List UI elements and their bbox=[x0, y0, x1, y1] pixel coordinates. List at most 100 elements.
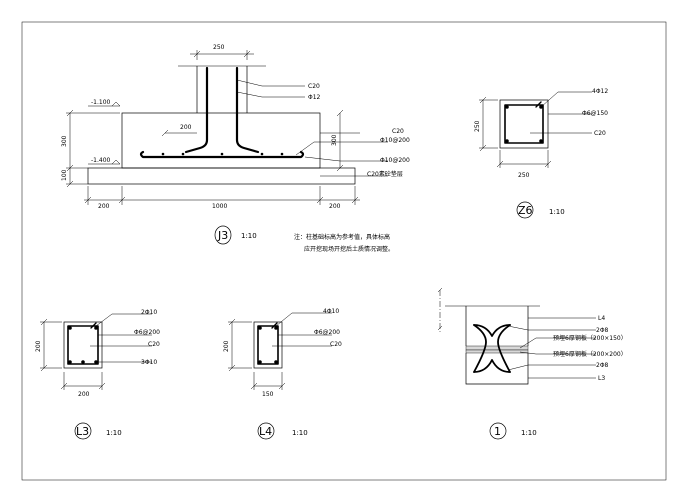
level-mark-bottom bbox=[88, 159, 121, 165]
embedded-plate-top bbox=[465, 345, 529, 351]
j3-note-line2: 应开挖现场开挖后土质情况调整。 bbox=[304, 245, 394, 253]
z6-stirrup-label: Φ6@150 bbox=[582, 110, 608, 117]
leader-right-phi10b bbox=[304, 156, 388, 162]
z6-dim-side-ticks bbox=[479, 96, 487, 152]
detail-center-ticks bbox=[437, 287, 443, 331]
dim-bottom-200a: 200 bbox=[98, 203, 110, 210]
dim-line-top bbox=[190, 50, 254, 60]
z6-outline bbox=[499, 99, 549, 149]
d1-l3-label: L3 bbox=[598, 375, 605, 382]
dim-line-inner bbox=[161, 129, 197, 137]
dim-line-left bbox=[66, 112, 120, 185]
dim-top-250: 250 bbox=[213, 44, 225, 51]
l4-outline bbox=[253, 321, 283, 369]
detail-1-connection: L4 2Φ8 预埋6厚钢板（200×150） 预埋6厚钢板（200×200） 2… bbox=[437, 287, 627, 440]
l3-hook bbox=[90, 322, 97, 329]
column-bar-right bbox=[235, 66, 260, 154]
rebar-dot bbox=[94, 326, 98, 330]
l3-dim-side: 200 bbox=[35, 340, 42, 352]
j3-label-circle bbox=[214, 225, 232, 245]
l3-beam-section: 2Φ10 Φ6@200 C20 3Φ10 200 200 L3 1:10 bbox=[35, 309, 160, 440]
label-right-c20: C20 bbox=[392, 128, 404, 135]
dim-left-100: 100 bbox=[61, 169, 68, 181]
l4-concrete: C20 bbox=[330, 341, 342, 348]
d1-plate-bottom-label: 预埋6厚钢板（200×200） bbox=[553, 350, 627, 358]
anchor-bar-bottom bbox=[473, 359, 511, 373]
d1-bars-top-label: 2Φ8 bbox=[596, 327, 609, 334]
l3-dim-bottom: 200 bbox=[78, 391, 90, 398]
l4-dim-side-ticks bbox=[228, 318, 236, 372]
l3-bottom-bars: 3Φ10 bbox=[141, 359, 157, 366]
leader-l4-bars bbox=[275, 312, 332, 327]
l3-scale: 1:10 bbox=[106, 429, 122, 437]
dim-ticks-bottom bbox=[84, 196, 359, 204]
l3-dim-side-ticks bbox=[40, 318, 48, 372]
rebar-dot bbox=[68, 360, 72, 364]
anchor-bar-left bbox=[473, 324, 487, 373]
l4-label-circle bbox=[257, 422, 275, 440]
leader-d1-bars-bottom bbox=[507, 364, 596, 371]
leader-z6-bars bbox=[540, 91, 592, 108]
l4-dim-bottom-ticks bbox=[250, 382, 286, 390]
column-bar-left bbox=[184, 66, 209, 154]
z6-dim-bottom-ticks bbox=[496, 160, 552, 168]
rebar-dot bbox=[258, 360, 262, 364]
j3-scale: 1:10 bbox=[241, 232, 257, 240]
rebar-dot bbox=[258, 326, 262, 330]
footing-pedestal bbox=[121, 112, 321, 169]
anchor-bar-top bbox=[473, 324, 511, 337]
rebar-dot bbox=[280, 152, 284, 156]
leader-phi12 bbox=[236, 91, 305, 98]
l4-stirrup: Φ6@200 bbox=[314, 329, 340, 336]
drawing-frame bbox=[21, 21, 667, 481]
label-c20-top: C20 bbox=[308, 83, 320, 90]
dim-inner-200: 200 bbox=[180, 124, 192, 131]
z6-label-circle bbox=[516, 201, 534, 219]
upper-beam-sides bbox=[465, 306, 529, 346]
d1-label-circle bbox=[489, 422, 507, 440]
level-mark-top bbox=[88, 101, 121, 107]
d1-scale: 1:10 bbox=[521, 429, 537, 437]
rebar-dot bbox=[181, 152, 185, 156]
leader-c20-top bbox=[236, 79, 305, 87]
d1-bars-bottom-label: 2Φ8 bbox=[596, 362, 609, 369]
label-right-phi10a: Φ10@200 bbox=[380, 137, 410, 144]
footing-bottom-bar bbox=[139, 150, 305, 159]
l4-dim-bottom-line bbox=[253, 372, 283, 390]
dim-right-300: 300 bbox=[331, 134, 338, 146]
z6-dim-bottom: 250 bbox=[518, 172, 530, 179]
level-bottom: -1.400 bbox=[91, 157, 111, 164]
level-top: -1.100 bbox=[91, 99, 111, 106]
l4-dim-side: 200 bbox=[223, 340, 230, 352]
l4-bars: 4Φ10 bbox=[323, 308, 339, 315]
l3-dim-bottom-line bbox=[63, 372, 103, 390]
j3-foundation-detail: 250 200 C20 Φ12 C20 Φ10@200 Φ10@200 C20素… bbox=[61, 44, 410, 253]
l3-stirrup: Φ6@200 bbox=[134, 329, 160, 336]
l3-label-circle bbox=[74, 422, 92, 440]
z6-dim-bottom-line bbox=[499, 150, 549, 168]
l3-dim-side-line bbox=[40, 321, 62, 369]
leader-d1-plate-bottom bbox=[519, 351, 596, 355]
label-right-phi10b: Φ10@200 bbox=[380, 157, 410, 164]
l4-hook bbox=[271, 322, 278, 329]
z6-dim-side-line bbox=[479, 99, 498, 149]
z6-concrete-label: C20 bbox=[594, 130, 606, 137]
dim-line-bottom bbox=[84, 186, 360, 205]
rebar-dot bbox=[161, 152, 165, 156]
rebar-dot bbox=[68, 326, 72, 330]
d1-plate-top-label: 预埋6厚钢板（200×150） bbox=[553, 334, 627, 342]
j3-label: J3 bbox=[217, 229, 228, 242]
l3-outline bbox=[63, 321, 103, 369]
l4-label: L4 bbox=[259, 425, 272, 438]
l3-label: L3 bbox=[76, 425, 89, 438]
z6-column-section: 4Φ12 Φ6@150 C20 250 250 Z6 1:10 bbox=[474, 88, 608, 219]
dim-ticks-top bbox=[193, 50, 251, 58]
rebar-dot bbox=[505, 105, 509, 109]
leader-l3-top bbox=[95, 313, 152, 327]
label-phi12: Φ12 bbox=[308, 94, 321, 101]
l4-scale: 1:10 bbox=[292, 429, 308, 437]
label-right-cushion: C20素砼垫层 bbox=[367, 170, 403, 178]
z6-scale: 1:10 bbox=[549, 208, 565, 216]
